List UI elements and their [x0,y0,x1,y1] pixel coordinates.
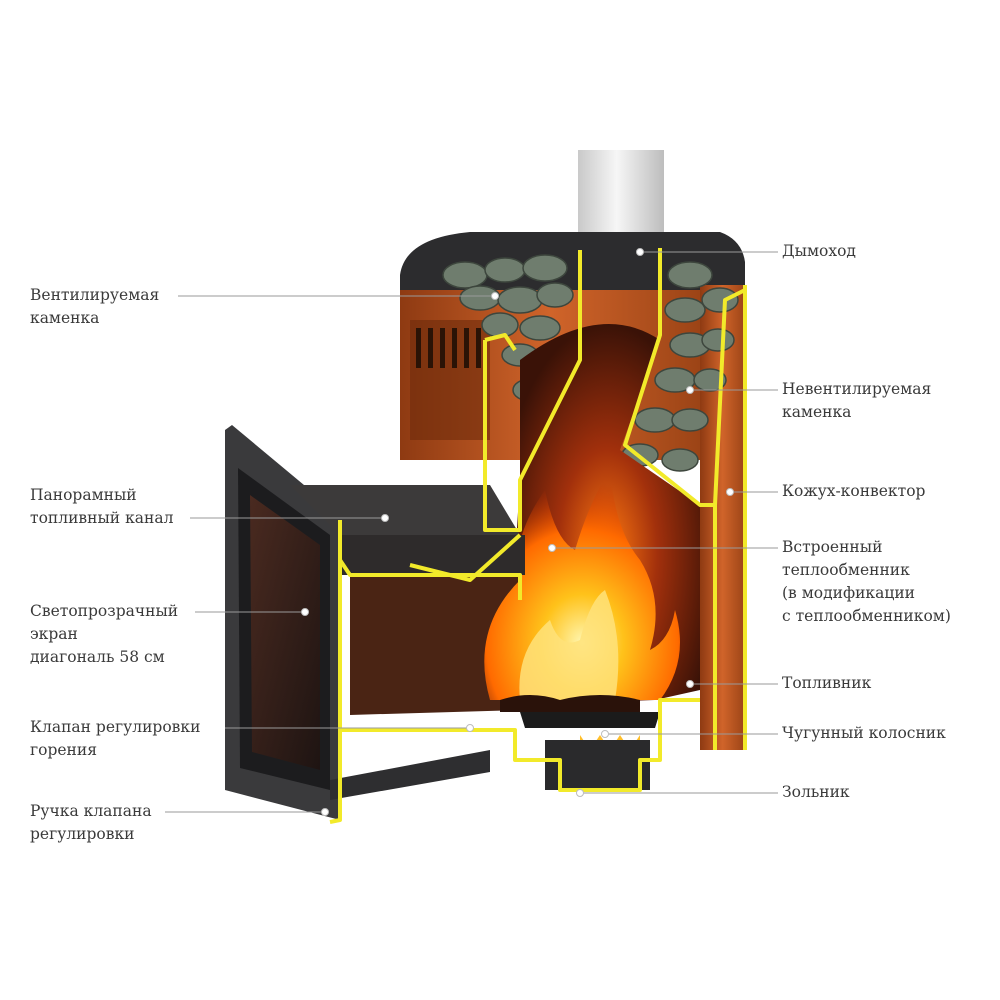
fire-flames [484,470,680,712]
anchor-dots [301,248,734,816]
label-line: Вентилируемая [30,286,160,304]
label-line: Топливник [782,674,872,692]
label-line: каменка [30,309,100,327]
section-outline [329,248,747,824]
label-line: Клапан регулировки [30,718,201,736]
label-line: Панорамный [30,486,137,504]
label-line: Кожух-конвектор [782,482,926,500]
ash-pan [545,740,650,790]
label-line: (в модификации [782,584,915,602]
label-built-in-heat-exchanger: Встроенный теплообменник (в модификации … [782,536,951,628]
label-line: регулировки [30,825,135,843]
label-non-ventilated-heater: Невентилируемая каменка [782,378,931,424]
label-valve-handle: Ручка клапана регулировки [30,800,152,846]
label-line: Светопрозрачный [30,602,179,620]
label-chimney: Дымоход [782,240,856,263]
label-line: Зольник [782,783,850,801]
label-line: Ручка клапана [30,802,152,820]
label-line: каменка [782,403,852,421]
label-ventilated-heater: Вентилируемая каменка [30,284,159,330]
label-cast-iron-grate: Чугунный колосник [782,722,946,745]
label-ash-pan: Зольник [782,781,850,804]
label-combustion-valve: Клапан регулировки горения [30,716,200,762]
label-line: с теплообменником) [782,607,951,625]
label-line: теплообменник [782,561,910,579]
label-line: Дымоход [782,242,856,260]
label-panoramic-fuel-channel: Панорамный топливный канал [30,484,173,530]
label-casing-convector: Кожух-конвектор [782,480,925,503]
label-line: топливный канал [30,509,174,527]
label-line: горения [30,741,97,759]
label-line: Чугунный колосник [782,724,946,742]
leader-lines [165,251,778,813]
fire-door [225,425,525,820]
label-line: экран [30,625,78,643]
label-firebox: Топливник [782,672,871,695]
label-line: Встроенный [782,538,883,556]
heater-stones [442,254,739,472]
label-line: Невентилируемая [782,380,932,398]
label-transparent-screen: Светопрозрачный экран диагональ 58 см [30,600,178,669]
label-line: диагональ 58 см [30,648,165,666]
